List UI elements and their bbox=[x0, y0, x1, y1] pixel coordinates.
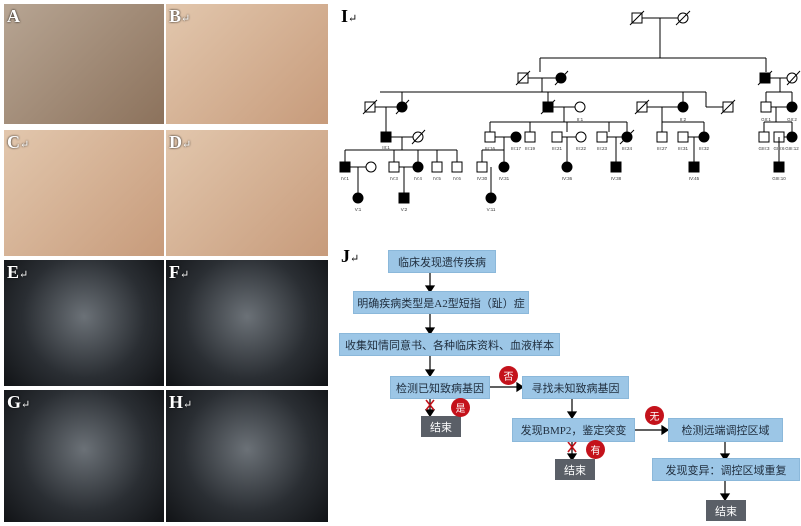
pedigree-id: III:16 bbox=[485, 146, 496, 151]
panel-e-xray: E↵ bbox=[4, 260, 164, 386]
panel-a-photo: A bbox=[4, 4, 164, 124]
pedigree-id: III:19 bbox=[525, 146, 536, 151]
pedigree-id: IV:30 bbox=[477, 176, 488, 181]
panel-f-letter: F↵ bbox=[169, 262, 190, 282]
panel-d-letter: D↵ bbox=[169, 132, 192, 152]
step-detect-known-genes: 检测已知致病基因 bbox=[390, 376, 490, 399]
step-collect-samples: 收集知情同意书、各种临床资料、血液样本 bbox=[339, 333, 560, 356]
pedigree-id: III:21 bbox=[552, 146, 563, 151]
badge-yes: 是 bbox=[451, 398, 470, 417]
pedigree-id: III:1 bbox=[382, 145, 390, 150]
step-bmp2-mutation: 发现BMP2，鉴定突变 bbox=[512, 418, 635, 442]
badge-none: 无 bbox=[645, 406, 664, 425]
panel-a-letter: A bbox=[7, 6, 20, 26]
pedigree-label: I↵ bbox=[341, 6, 358, 26]
panel-b-photo: B↵ bbox=[166, 4, 328, 124]
pedigree-id: IV:36 bbox=[562, 176, 573, 181]
panel-c-letter: C↵ bbox=[7, 132, 30, 152]
pedigree-id: II:1 bbox=[577, 117, 584, 122]
pedigree-id: V:11 bbox=[487, 207, 496, 212]
step-find-unknown-genes: 寻找未知致病基因 bbox=[522, 376, 629, 399]
step-variant-duplication: 发现变异：调控区域重复 bbox=[652, 458, 800, 481]
panel-c-photo: C↵ bbox=[4, 130, 164, 256]
step-disease-type: 明确疾病类型是A2型短指（趾）症 bbox=[353, 291, 529, 314]
pedigree-id: GIII:12 bbox=[785, 146, 799, 151]
badge-has: 有 bbox=[586, 440, 605, 459]
pedigree-id: III:22 bbox=[576, 146, 587, 151]
pedigree-id: IV:45 bbox=[689, 176, 700, 181]
pedigree-id: IV:1 bbox=[341, 176, 349, 181]
panel-d-photo: D↵ bbox=[166, 130, 328, 256]
panel-e-letter: E↵ bbox=[7, 262, 29, 282]
flowchart-label: J↵ bbox=[341, 246, 360, 266]
pedigree-id: III:31 bbox=[678, 146, 689, 151]
pedigree-id: III:24 bbox=[622, 146, 633, 151]
pedigree-id: GII:1 bbox=[761, 117, 771, 122]
pedigree-id: IV:4 bbox=[414, 176, 422, 181]
panel-h-xray: H↵ bbox=[166, 390, 328, 522]
pedigree-id: III:32 bbox=[699, 146, 710, 151]
panel-f-xray: F↵ bbox=[166, 260, 328, 386]
pedigree-id: II:2 bbox=[680, 117, 687, 122]
pedigree-id: III:27 bbox=[657, 146, 668, 151]
end-box-known: 结束 bbox=[421, 416, 461, 437]
pedigree-id: GII:2 bbox=[787, 117, 797, 122]
pedigree-id: V:2 bbox=[401, 207, 408, 212]
pedigree-id: GIII:6 bbox=[773, 146, 785, 151]
panel-h-letter: H↵ bbox=[169, 392, 193, 412]
pedigree-id: GIII:3 bbox=[758, 146, 770, 151]
pedigree-id: III:23 bbox=[597, 146, 608, 151]
end-box-bmp2: 结束 bbox=[555, 459, 595, 480]
badge-no: 否 bbox=[499, 366, 518, 385]
pedigree-id: IV:3 bbox=[390, 176, 398, 181]
pedigree-id: GIII:10 bbox=[772, 176, 786, 181]
panel-g-xray: G↵ bbox=[4, 390, 164, 522]
pedigree-id: V:1 bbox=[355, 207, 362, 212]
panel-g-letter: G↵ bbox=[7, 392, 31, 412]
pedigree-id: IV:6 bbox=[453, 176, 461, 181]
panel-b-letter: B↵ bbox=[169, 6, 191, 26]
pedigree-id: IV:5 bbox=[433, 176, 441, 181]
pedigree-id: IV:31 bbox=[499, 176, 510, 181]
end-box-final: 结束 bbox=[706, 500, 746, 521]
pedigree-id: III:17 bbox=[511, 146, 522, 151]
step-detect-distal-region: 检测远端调控区域 bbox=[668, 418, 783, 442]
step-clinical-discovery: 临床发现遗传疾病 bbox=[388, 250, 496, 273]
pedigree-id: IV:38 bbox=[611, 176, 622, 181]
